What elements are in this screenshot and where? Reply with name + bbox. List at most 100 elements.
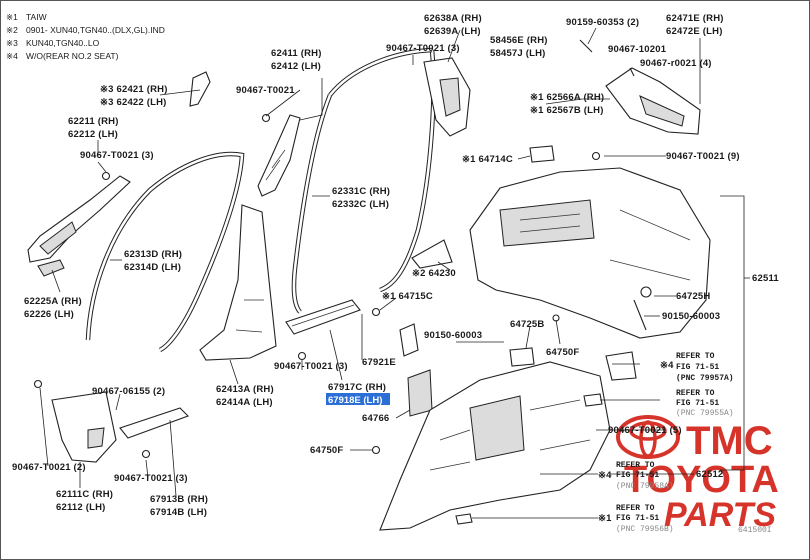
label-90467-t0021-a[interactable]: 90467-T0021 [236,85,295,96]
label-64750f[interactable]: 64750F [546,347,579,358]
refer-4-line3[interactable]: (PNC 79956B) [616,525,674,534]
part-67913b-shape [119,407,189,439]
label-90150-60003-a[interactable]: 90150-60003 [424,330,482,341]
label-62412[interactable]: 62412 (LH) [271,61,321,72]
label-90467-t0021-3c[interactable]: 90467-T0021 (3) [274,361,348,372]
refer-3-line2[interactable]: FIG 71-51 [616,471,659,480]
label-62226[interactable]: 62226 (LH) [24,309,74,320]
leader-64766 [395,409,411,419]
refer-1-line1[interactable]: REFER TO [676,352,715,361]
label-62313d[interactable]: 62313D (RH) [124,249,182,260]
clip-c [101,171,111,181]
label-62639a[interactable]: 62639A (LH) [424,26,481,37]
label-90159[interactable]: 90159-60353 (2) [566,17,639,28]
part-62211-inner [39,221,77,255]
label-90467-r0021[interactable]: 90467-r0021 (4) [640,58,712,69]
label-90467-t0021-9[interactable]: 90467-T0021 (9) [666,151,740,162]
label-62566a[interactable]: ※1 62566A (RH) [530,92,604,103]
refer-1-line2[interactable]: FIG 71-51 [676,363,719,372]
leader-64715c [379,297,397,311]
label-62411[interactable]: 62411 (RH) [271,48,322,59]
refer-3-line3[interactable]: (PNC 79958A) [616,482,674,491]
refer-2-line3[interactable]: (PNC 79955A) [676,409,734,418]
label-67921e[interactable]: 67921E [362,357,396,368]
label-90467-t0021-2[interactable]: 90467-T0021 (2) [12,462,86,473]
label-62111c[interactable]: 62111C (RH) [56,489,113,500]
label-62421[interactable]: ※3 62421 (RH) [100,84,168,95]
refer-part-79957a [605,351,637,381]
label-62472e[interactable]: 62472E (LH) [666,26,723,37]
leader-90467-t0021-2 [39,387,49,467]
watermark-line3: PARTS [664,496,776,534]
note-1-mark: ※1 [6,12,18,22]
part-62421-shape [189,71,211,107]
label-58457j[interactable]: 58457J (LH) [490,48,546,59]
label-62112[interactable]: 62112 (LH) [56,502,106,513]
label-67914b[interactable]: 67914B (LH) [150,507,207,518]
label-62212[interactable]: 62212 (LH) [68,129,118,140]
label-62314d[interactable]: 62314D (LH) [124,262,181,273]
label-62332c[interactable]: 62332C (LH) [332,199,389,210]
clip-top-right [579,39,635,77]
label-62413a[interactable]: 62413A (RH) [216,384,274,395]
note-2-mark: ※2 [6,25,18,35]
label-62414a[interactable]: 62414A (LH) [216,397,273,408]
clip-h [33,379,43,389]
refer-2-line1[interactable]: REFER TO [676,389,715,398]
part-62411-detail [265,149,286,181]
note-1-text: TAIW [26,12,47,22]
label-62211[interactable]: 62211 (RH) [68,116,119,127]
leader-62225a [51,269,61,293]
label-90150-60003-b[interactable]: 90150-60003 [662,311,720,322]
label-67918e[interactable]: 67918E (LH) [328,395,382,406]
part-62413a-shape [199,204,277,361]
label-90467-06155[interactable]: 90467-06155 (2) [92,386,165,397]
label-62331c[interactable]: 62331C (RH) [332,186,390,197]
label-62422[interactable]: ※3 62422 (LH) [100,97,167,108]
clip-d [261,113,271,123]
refer-1-mark: ※4 [660,360,674,371]
label-90467-10201[interactable]: 90467-10201 [608,44,667,55]
refer-4-line1[interactable]: REFER TO [616,504,655,513]
leader-64725b [525,325,531,349]
label-62512[interactable]: 62512 [696,469,723,480]
leader-62566a [545,98,610,105]
label-62225a[interactable]: 62225A (RH) [24,296,82,307]
label-90467-t0021-3a[interactable]: 90467-T0021 (3) [386,43,460,54]
refer-part-79955a [583,393,603,407]
leader-90467-06155 [115,393,121,411]
label-67913b[interactable]: 67913B (RH) [150,494,208,505]
leader-62638a [447,29,461,63]
label-64766[interactable]: 64766 [362,413,389,424]
refer-2-line2[interactable]: FIG 71-51 [676,399,719,408]
part-62512-detail [429,399,591,471]
label-62638a[interactable]: 62638A (RH) [424,13,482,24]
leader-lines [39,27,750,519]
label-64230[interactable]: ※2 64230 [412,268,456,279]
label-67917c[interactable]: 67917C (RH) [328,382,386,393]
label-64750f-b[interactable]: 64750F [310,445,343,456]
label-90467-t0021-3b[interactable]: 90467-T0021 (3) [80,150,154,161]
refer-4-line2[interactable]: FIG 71-51 [616,514,659,523]
legend-notes: ※1 TAIW ※2 0901- XUN40,TGN40..(DLX,GL).I… [6,12,165,61]
label-64725h[interactable]: 64725H [676,291,710,302]
clip-e [591,151,601,161]
label-62511[interactable]: 62511 [752,273,779,284]
part-64725b-shape [509,347,535,367]
toyota-emblem-icon [616,415,680,459]
label-64725b[interactable]: 64725B [510,319,544,330]
refer-3-line1[interactable]: REFER TO [616,461,655,470]
label-64715c[interactable]: ※1 64715C [382,291,433,302]
label-62471e[interactable]: 62471E (RH) [666,13,724,24]
leader-67913b [169,419,177,497]
watermark-line2: TOYOTA [624,459,779,501]
part-62411-shape [257,114,301,197]
label-90467-t0021-3d[interactable]: 90467-T0021 (3) [114,473,188,484]
refer-4-mark: ※1 [598,513,612,524]
refer-1-line3[interactable]: (PNC 79957A) [676,374,734,383]
label-64714c[interactable]: ※1 64714C [462,154,513,165]
label-58456e[interactable]: 58456E (RH) [490,35,548,46]
label-62567b[interactable]: ※1 62567B (LH) [530,105,604,116]
label-90467-t0021-5[interactable]: 90467-T0021 (5) [608,425,682,436]
